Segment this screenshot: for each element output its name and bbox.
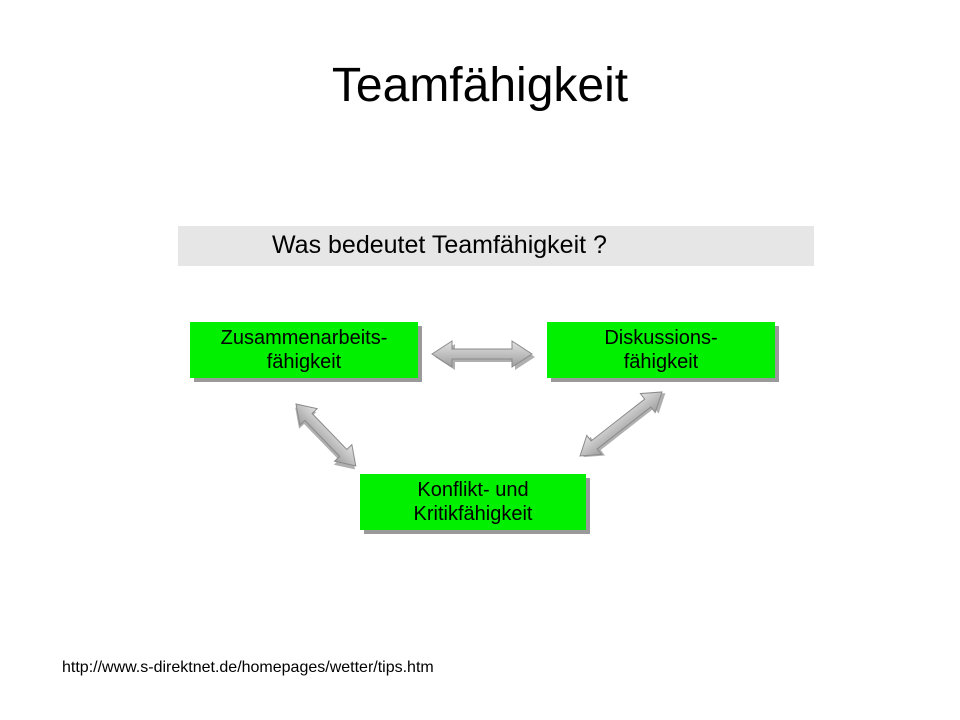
discussion-line2: fähigkeit	[623, 351, 699, 373]
discussion-line1: Diskussions-	[604, 327, 718, 349]
arrow-discussion-conflict	[579, 391, 666, 458]
arrow-collab-conflict	[295, 403, 357, 470]
conflict-line2: Kritikfähigkeit	[413, 503, 533, 525]
conflict-box: Konflikt- und Kritikfähigkeit	[360, 474, 586, 530]
source-url: http://www.s-direktnet.de/homepages/wett…	[62, 659, 434, 676]
collaboration-box: Zusammenarbeits- fähigkeit	[190, 322, 418, 378]
collaboration-line2: fähigkeit	[266, 351, 342, 373]
conflict-line1: Konflikt- und	[417, 479, 529, 501]
discussion-box: Diskussions- fähigkeit	[547, 322, 775, 378]
question-banner: Was bedeutet Teamfähigkeit ?	[178, 226, 814, 266]
slide-title: Teamfähigkeit	[331, 59, 629, 112]
collaboration-line1: Zusammenarbeits-	[220, 327, 388, 349]
arrow-collab-discussion	[431, 340, 535, 370]
question-banner-text: Was bedeutet Teamfähigkeit ?	[272, 231, 607, 259]
